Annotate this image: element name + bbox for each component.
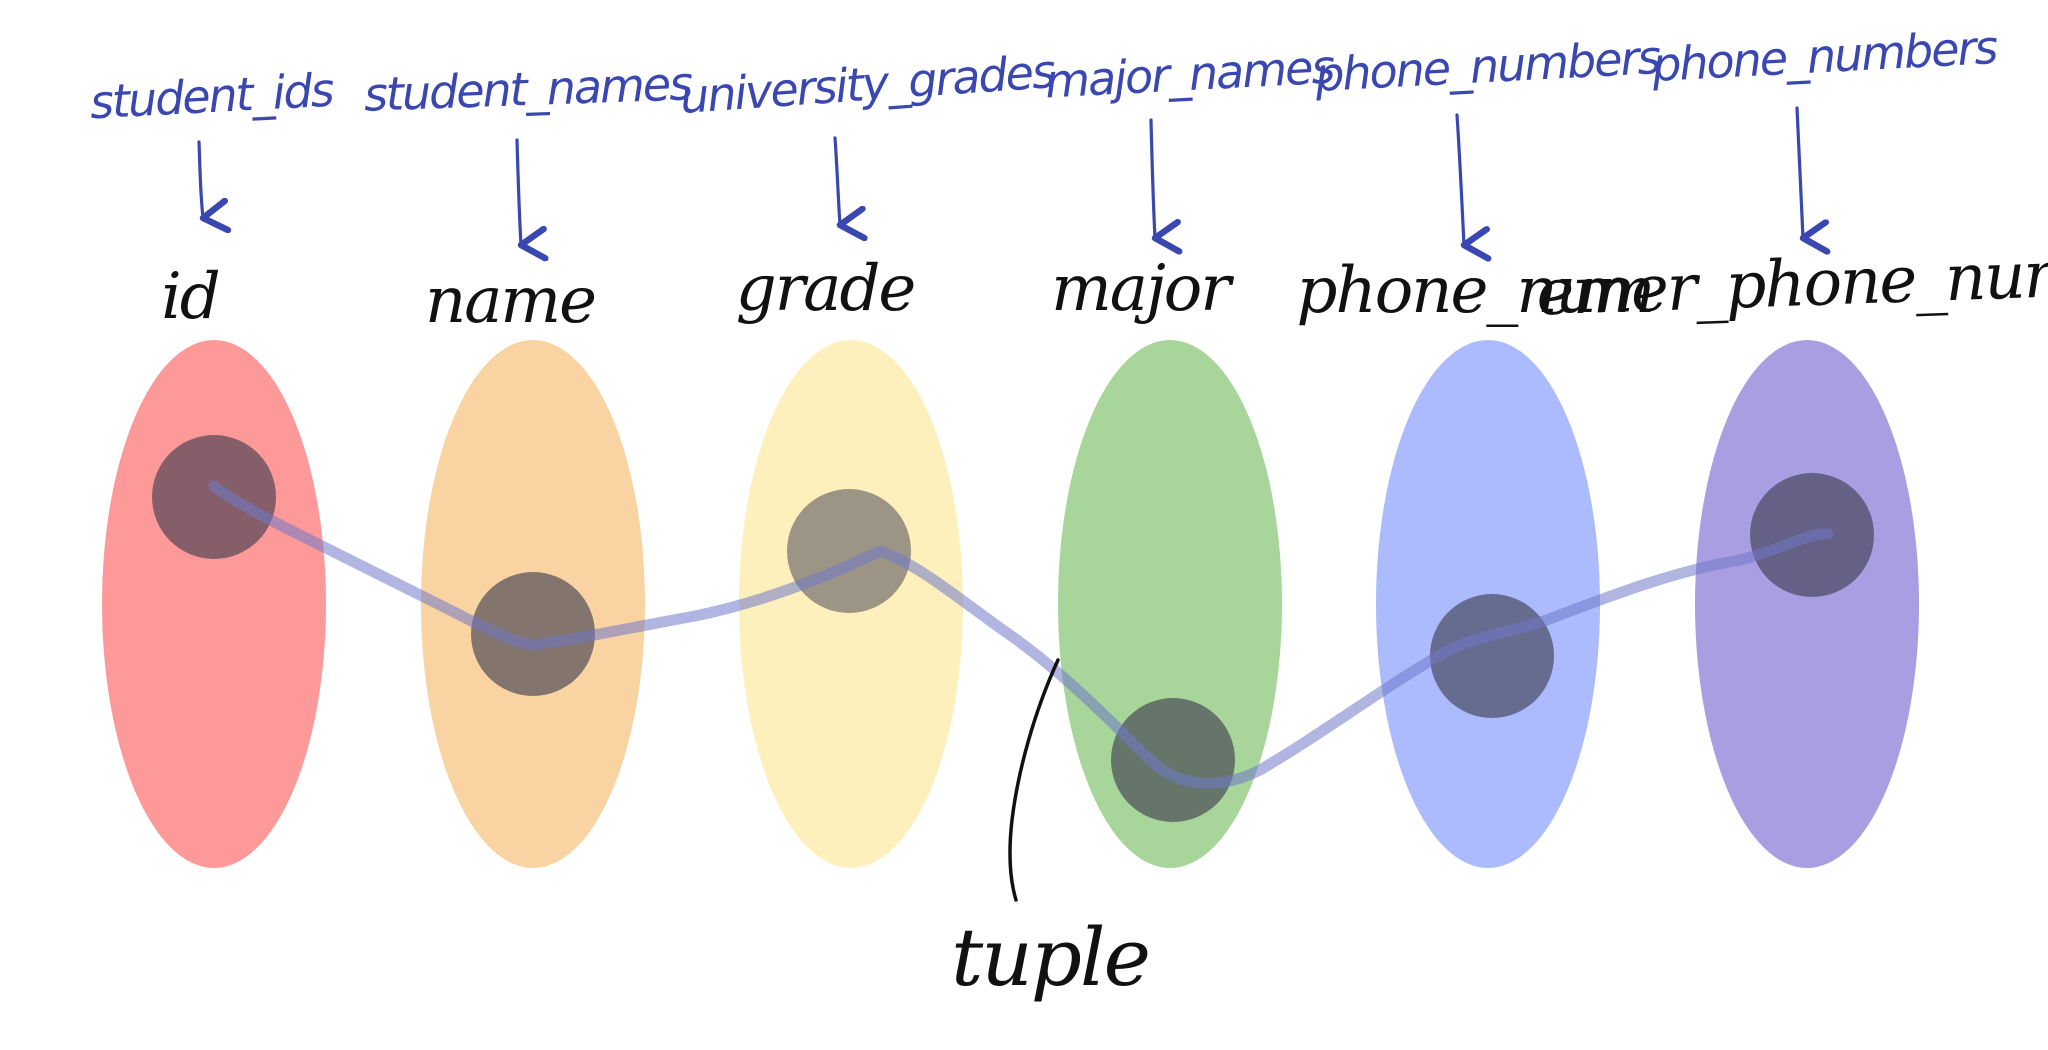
domain-label-phone-numbers: phone_numbers <box>1313 30 1662 102</box>
attribute-label-phone-num: phone_num <box>1297 254 1654 328</box>
arrow-down-icon <box>1455 113 1464 245</box>
attribute-label-major: major <box>1051 252 1234 326</box>
arrow-down-icon <box>515 138 521 245</box>
arrow-down-icon <box>197 140 203 218</box>
domain-arrows <box>197 106 1803 245</box>
domain-ellipse-id <box>102 340 326 868</box>
domain-label-phone-numbers-emer: phone_numbers <box>1650 20 1999 92</box>
domain-label-university-grades: university_grades <box>678 44 1056 124</box>
domain-labels: student_ids student_names university_gra… <box>89 20 1999 129</box>
value-dot-name <box>471 572 595 696</box>
arrow-down-icon <box>1149 118 1155 238</box>
attribute-label-grade: grade <box>736 252 915 326</box>
domain-ellipse-emer-phone-num <box>1695 340 1919 868</box>
attribute-label-id: id <box>161 260 218 334</box>
domain-label-student-ids: student_ids <box>89 63 335 130</box>
domain-ellipses <box>102 340 1919 868</box>
domain-label-student-names: student_names <box>363 56 693 121</box>
value-dot-major <box>1111 698 1235 822</box>
domain-label-major-names: major_names <box>1044 39 1336 108</box>
arrow-down-icon <box>1795 106 1803 238</box>
tuple-pointer-line <box>1008 658 1060 902</box>
attribute-label-emer-phone-num: emer_phone_num <box>1535 238 2048 331</box>
tuple-label: tuple <box>951 911 1149 1004</box>
value-dot-id <box>152 435 276 559</box>
value-dots <box>152 435 1874 822</box>
tuple-line <box>208 480 1834 789</box>
attribute-labels: id name grade major phone_num emer_phone… <box>161 238 2048 338</box>
arrow-down-icon <box>833 136 840 225</box>
attribute-label-name: name <box>425 264 595 338</box>
